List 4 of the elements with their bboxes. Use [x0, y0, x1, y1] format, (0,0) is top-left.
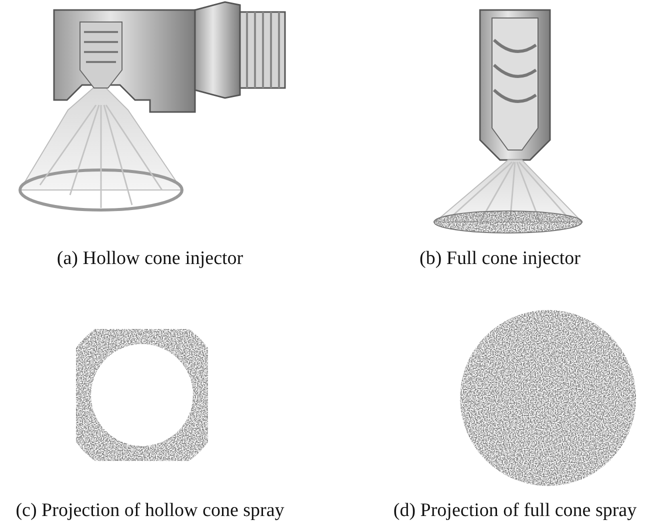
figure-caption: (a) Hollow cone injector: [56, 248, 244, 270]
figure-caption: (c) Projection of hollow cone spray: [16, 500, 284, 522]
figure-caption: (d) Projection of full cone spray: [393, 500, 637, 522]
figure-caption: (b) Full cone injector: [420, 248, 580, 270]
